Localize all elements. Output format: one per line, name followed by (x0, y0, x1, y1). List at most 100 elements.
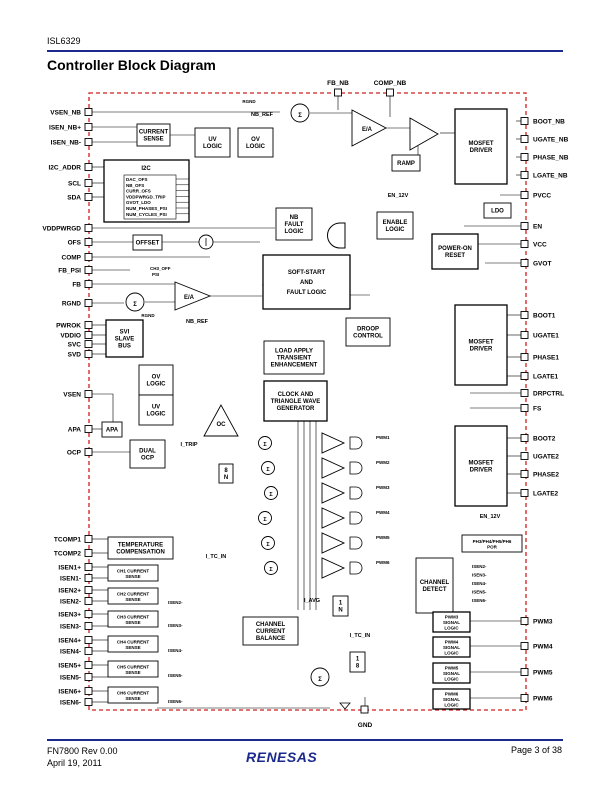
apa-block-text: APA (106, 428, 119, 434)
pin-fs: FS (533, 405, 542, 412)
pin-vcc-pad (520, 240, 529, 248)
pwm5-signal-logic-text: SIGNAL (443, 671, 460, 676)
pwm4-signal-logic-text: LOGIC (444, 651, 459, 656)
i2c-register: DAC_OFS (126, 177, 148, 182)
isen-out-label: ISEN6- (168, 699, 183, 704)
pin-isen2-: ISEN2- (60, 598, 81, 605)
doc-number: FN7800 Rev 0.00 (47, 746, 118, 756)
pwm-comparator (321, 507, 346, 529)
current-sense-nb-text: CURRENT (139, 130, 169, 136)
svi-slave-bus-text: SVI (120, 330, 130, 336)
pwm-signal-label: PWM2 (376, 460, 390, 465)
channel-current-balance-text: CHANNEL (256, 622, 286, 628)
summer-ch-symbol: Σ (266, 467, 270, 473)
summer-ch-symbol: Σ (266, 542, 270, 548)
pwm-signal-label: PWM6 (376, 560, 390, 565)
droop-control-text: DROOP (357, 327, 379, 333)
soft-start-fault-logic-text: SOFT-START (288, 270, 326, 276)
temperature-compensation-text: TEMPERATURE (118, 543, 163, 549)
pin-boot_nb: BOOT_NB (533, 118, 565, 125)
pin-ocp: OCP (67, 449, 82, 456)
ov-logic-nb-text: LOGIC (246, 144, 266, 150)
pwm-signal-label: PWM3 (376, 485, 390, 490)
pin-isen1--pad (84, 574, 93, 582)
ch1-current-sense-text: CH1 CURRENT (117, 568, 150, 573)
pin-vddpwrgd-pad (84, 224, 93, 232)
mosfet-driver-1-text: MOSFET (469, 340, 494, 346)
summer-balance-symbol: Σ (318, 677, 322, 683)
svi-slave-bus-text: SLAVE (115, 337, 135, 343)
footer-rule (47, 739, 563, 741)
summer-ch-symbol: Σ (269, 567, 273, 573)
ch3-current-sense-text: CH3 CURRENT (117, 614, 150, 619)
pin-pwm5: PWM5 (533, 669, 553, 676)
clock-triangle-generator-text: GENERATOR (277, 406, 315, 412)
i2c-register: VDDPWRGD_TRIP (126, 194, 166, 199)
ch2-current-sense-text: SENSE (125, 597, 140, 602)
pin-boot1: BOOT1 (533, 312, 556, 319)
pin-isen1+-pad (84, 563, 93, 571)
one-over-n-text: 1 (339, 601, 343, 607)
pin-pwrok-pad (84, 321, 93, 329)
rgnd-top-label: RGND (242, 99, 256, 104)
pin-apa: APA (68, 426, 82, 433)
uv-logic-nb-text: LOGIC (203, 144, 223, 150)
pin-lgate2-pad (520, 489, 529, 497)
pin-isen1+: ISEN1+ (58, 564, 81, 571)
pin-vsen: VSEN (63, 391, 81, 398)
pin-fb: FB (72, 281, 81, 288)
en-12v-label: EN_12V (388, 193, 409, 199)
mosfet-driver-2-text: DRIVER (470, 468, 493, 474)
summer-nb (290, 103, 310, 123)
pin-lgate1-pad (520, 372, 529, 380)
pin-lgate_nb: LGATE_NB (533, 172, 568, 179)
pin-vcc: VCC (533, 241, 547, 248)
pin-tcomp2-pad (84, 549, 93, 557)
pin-isen2+: ISEN2+ (58, 587, 81, 594)
ov-logic-text: OV (152, 375, 161, 381)
i-trip-label: I_TRIP (180, 442, 197, 448)
footer-doc: FN7800 Rev 0.00 April 19, 2011 (47, 745, 118, 769)
pin-vsen_nb: VSEN_NB (50, 109, 81, 116)
pin-pwrok: PWROK (56, 322, 81, 329)
dual-ocp-text: OCP (141, 456, 154, 462)
clock-triangle-generator-text: CLOCK AND (278, 392, 314, 398)
pwm-signal-label: PWM1 (376, 435, 390, 440)
load-apply-transient-text: TRANSIENT (277, 356, 312, 362)
pin-scl-pad (84, 179, 93, 187)
pin-phase_nb: PHASE_NB (533, 154, 569, 161)
chip-boundary (88, 92, 527, 711)
gain-block: 8N (218, 463, 234, 484)
ch6-current-sense-text: CH6 CURRENT (117, 690, 150, 695)
pin-ugate_nb: UGATE_NB (533, 136, 569, 143)
pin-isen_nb+-pad (84, 123, 93, 131)
uv-logic-text: UV (152, 405, 160, 411)
nb-ref-label: NB_REF (186, 319, 209, 325)
pin-lgate1: LGATE1 (533, 373, 559, 380)
pin-tcomp1-pad (84, 535, 93, 543)
renesas-logo: RENESAS (246, 749, 318, 765)
pin-isen5+-pad (84, 661, 93, 669)
load-apply-transient-text: LOAD APPLY (275, 349, 313, 355)
dual-ocp-text: DUAL (139, 449, 156, 455)
apa-block: APA (101, 421, 123, 438)
pin-isen2+-pad (84, 586, 93, 594)
uv-logic-nb-text: UV (208, 137, 216, 143)
pwm-comparator (321, 482, 346, 504)
pin-vddpwrgd: VDDPWRGD (42, 225, 81, 232)
offset-block-text: OFFSET (136, 241, 160, 247)
ea-amp (174, 281, 212, 311)
isen-out-label: ISEN4- (168, 648, 183, 653)
pin-pwm6-pad (520, 694, 529, 702)
page-title: Controller Block Diagram (47, 57, 216, 73)
pin-isen3-: ISEN3- (60, 623, 81, 630)
header-rule (47, 50, 563, 52)
